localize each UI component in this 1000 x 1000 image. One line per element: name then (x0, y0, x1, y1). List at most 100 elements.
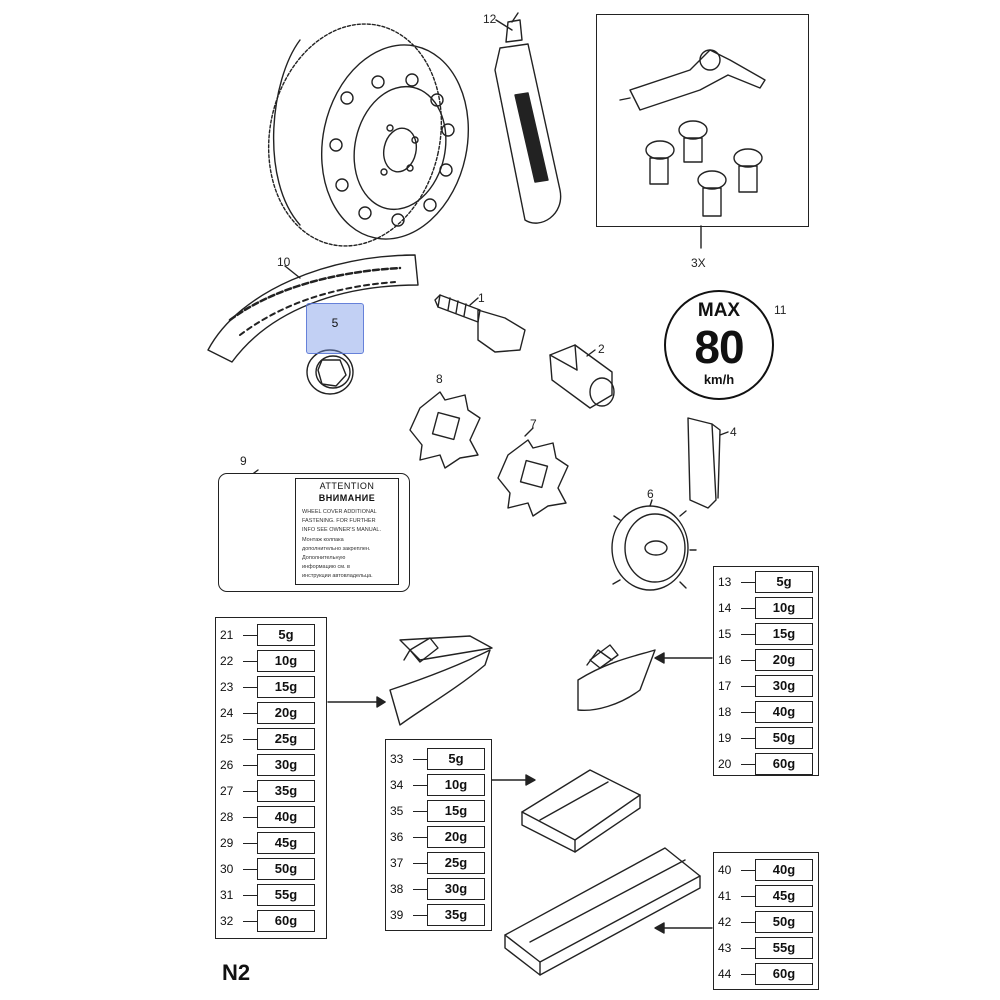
weight-value: 5g (257, 624, 315, 646)
weight-value: 10g (427, 774, 485, 796)
weight-value: 10g (755, 597, 813, 619)
weight-part-number: 18 (718, 705, 732, 719)
callout-2: 2 (598, 342, 605, 356)
attention-line: FASTENING. FOR FURTHER (302, 518, 376, 524)
weight-value: 5g (755, 571, 813, 593)
leader-dash (741, 634, 755, 635)
leader-dash (741, 948, 755, 949)
leader-dash (413, 915, 427, 916)
leader-dash (243, 895, 257, 896)
weight-value: 5g (427, 748, 485, 770)
weight-value: 55g (755, 937, 813, 959)
weight-row: 15 15g (714, 621, 818, 647)
weight-value: 35g (427, 904, 485, 926)
weight-part-number: 36 (390, 830, 404, 844)
weight-part-number: 33 (390, 752, 404, 766)
nut-cover-7-drawing (497, 439, 569, 517)
adhesive-weight-d-drawing (504, 847, 701, 976)
callout-1: 1 (478, 291, 485, 305)
weight-part-number: 13 (718, 575, 732, 589)
weight-row: 40 40g (714, 857, 818, 883)
leader-dash (413, 889, 427, 890)
leader-dash (741, 686, 755, 687)
weight-part-number: 27 (220, 784, 234, 798)
clip-weight-a-drawing (389, 635, 493, 726)
callout-4: 4 (730, 425, 737, 439)
lug-nut-2-drawing (549, 344, 615, 409)
weight-part-number: 41 (718, 889, 732, 903)
weight-value: 40g (755, 701, 813, 723)
leader-dash (741, 870, 755, 871)
weight-row: 28 40g (216, 804, 326, 830)
leader-dash (741, 896, 755, 897)
leader-dash (243, 739, 257, 740)
diagram-code: N2 (222, 960, 251, 985)
weight-part-number: 15 (718, 627, 732, 641)
weight-part-number: 17 (718, 679, 732, 693)
weight-value: 10g (257, 650, 315, 672)
callout-3x: 3X (691, 256, 706, 270)
weight-value: 15g (755, 623, 813, 645)
callout-6: 6 (647, 487, 654, 501)
locking-bolts-drawing (619, 49, 766, 217)
weight-part-number: 40 (718, 863, 732, 877)
weight-part-number: 42 (718, 915, 732, 929)
weight-value: 50g (755, 727, 813, 749)
weight-part-number: 28 (220, 810, 234, 824)
weight-value: 15g (257, 676, 315, 698)
weight-part-number: 16 (718, 653, 732, 667)
adhesive-weight-c-drawing (521, 769, 641, 853)
leader-dash (413, 759, 427, 760)
leader-dash (243, 843, 257, 844)
callout-5-highlight[interactable]: 5 (306, 303, 364, 354)
wheel-cover-6-drawing (611, 505, 697, 591)
steel-wheel-drawing (267, 23, 470, 247)
callout-5: 5 (331, 316, 339, 330)
locking-bolt-kit-frame (596, 14, 809, 227)
nut-cover-8-drawing (409, 391, 481, 469)
attention-line: INFO SEE OWNER'S MANUAL. (302, 527, 381, 533)
weight-row: 13 5g (714, 569, 818, 595)
weight-value: 55g (257, 884, 315, 906)
weight-value: 45g (257, 832, 315, 854)
weight-part-number: 44 (718, 967, 732, 981)
weight-value: 50g (257, 858, 315, 880)
weight-value: 40g (257, 806, 315, 828)
weight-value: 30g (755, 675, 813, 697)
attention-heading-ru: ВНИМАНИЕ (318, 493, 376, 503)
weight-row: 33 5g (386, 746, 491, 772)
callout-8: 8 (436, 372, 443, 386)
leader-dash (741, 608, 755, 609)
weight-value: 25g (257, 728, 315, 750)
leader-dash (413, 837, 427, 838)
leader-dash (741, 660, 755, 661)
leader-dash (243, 921, 257, 922)
leader-dash (243, 635, 257, 636)
weight-value: 40g (755, 859, 813, 881)
weight-value: 50g (755, 911, 813, 933)
leader-dash (413, 811, 427, 812)
callout-12: 12 (483, 12, 497, 26)
weight-part-number: 35 (390, 804, 404, 818)
wheel-bolt-1-drawing (434, 294, 526, 353)
leader-dash (741, 974, 755, 975)
callout-7: 7 (530, 417, 537, 431)
leader-dash (243, 687, 257, 688)
weight-part-number: 26 (220, 758, 234, 772)
